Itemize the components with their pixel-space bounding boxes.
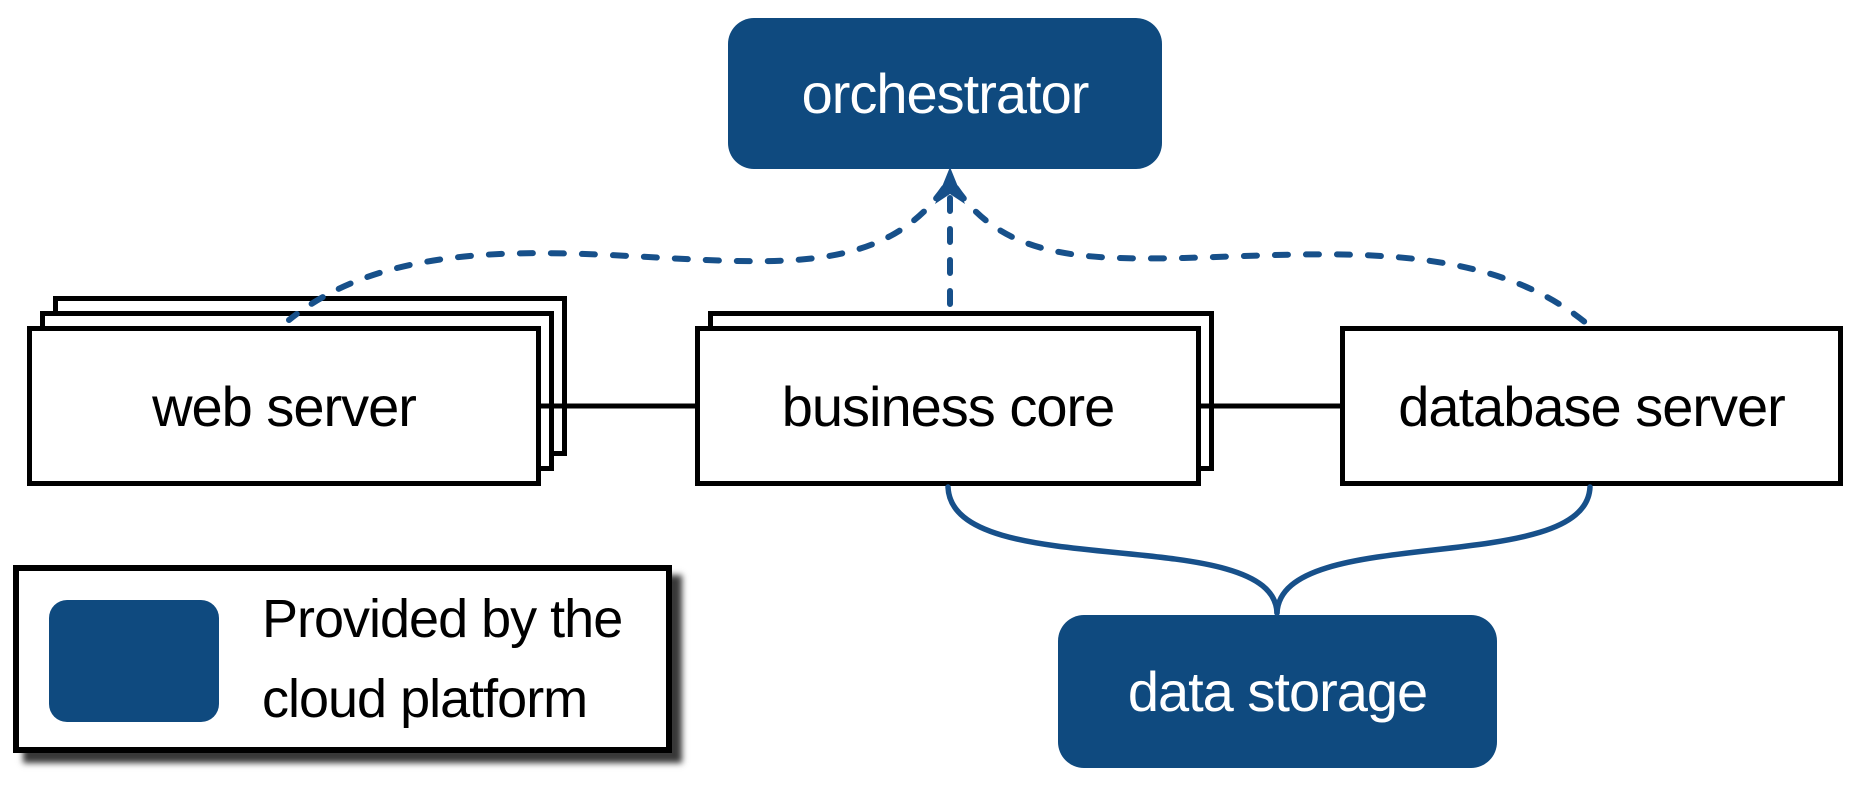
arrowhead-into-orchestrator-icon (935, 167, 965, 204)
data-storage-node: data storage (1058, 615, 1497, 768)
legend-text-line-1: Provided by the (262, 589, 623, 649)
database-server-node (1340, 326, 1843, 486)
legend-cloud-swatch (49, 600, 219, 722)
orchestrator-node: orchestrator (728, 18, 1162, 169)
web-server-node (27, 326, 541, 486)
legend: Provided by the cloud platform (13, 565, 672, 753)
legend-text-line-2: cloud platform (262, 669, 588, 729)
legend-text: Provided by the cloud platform (262, 579, 623, 739)
business-core-node (695, 326, 1201, 486)
edge-business-core-data-storage (945, 484, 1280, 616)
edge-database-server-data-storage (1274, 484, 1593, 616)
edge-orchestrator-database-server (953, 185, 1595, 331)
